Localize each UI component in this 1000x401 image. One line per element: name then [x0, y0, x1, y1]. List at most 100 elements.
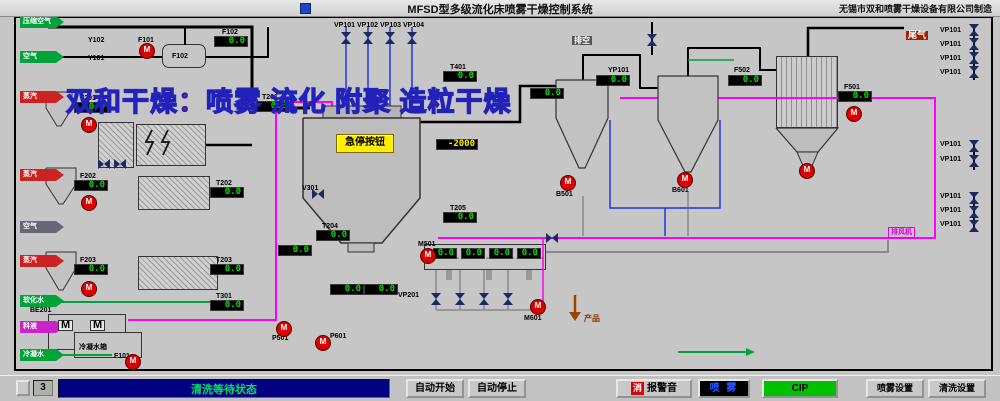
- pump-icon[interactable]: M: [81, 195, 97, 211]
- value-display[interactable]: 0.0: [316, 230, 350, 241]
- pump-icon[interactable]: M: [81, 281, 97, 297]
- equipment-label: 尾气: [906, 30, 929, 40]
- valve-icon[interactable]: [503, 293, 513, 305]
- valve-icon[interactable]: [385, 32, 395, 44]
- equipment-label: M: [58, 320, 74, 331]
- status-bar: 清洗等待状态: [58, 379, 390, 398]
- equipment-label: M: [90, 320, 106, 331]
- value-display[interactable]: 0.0: [517, 248, 541, 259]
- valve-icon[interactable]: [312, 189, 324, 199]
- pump-icon[interactable]: M: [420, 248, 436, 264]
- equipment-label: VP101: [940, 27, 962, 34]
- pump-icon[interactable]: M: [125, 354, 141, 370]
- value-display[interactable]: 0.0: [838, 91, 872, 102]
- value-display[interactable]: 0.0: [210, 187, 244, 198]
- pump-icon[interactable]: M: [530, 299, 546, 315]
- equipment-label: YP101: [608, 67, 630, 74]
- valve-icon[interactable]: [969, 155, 979, 167]
- valve-icon[interactable]: [969, 38, 979, 50]
- spray-settings-button[interactable]: 喷雾设置: [866, 379, 924, 398]
- value-display[interactable]: 0.0: [210, 264, 244, 275]
- value-display[interactable]: 0.0: [278, 245, 312, 256]
- value-display[interactable]: 0.0: [530, 88, 564, 99]
- valve-icon[interactable]: [114, 159, 126, 169]
- valve-icon[interactable]: [455, 293, 465, 305]
- value-display[interactable]: 0.0: [364, 284, 398, 295]
- value-display[interactable]: 0.0: [210, 300, 244, 311]
- equipment-label: VP104: [403, 22, 425, 29]
- valve-icon[interactable]: [647, 34, 657, 46]
- value-display[interactable]: 0.0: [596, 75, 630, 86]
- valve-icon[interactable]: [479, 293, 489, 305]
- pump-icon[interactable]: M: [139, 43, 155, 59]
- value-display[interactable]: 0.0: [728, 75, 762, 86]
- value-display[interactable]: 0.0: [74, 264, 108, 275]
- valve-icon[interactable]: [969, 140, 979, 152]
- valve-icon[interactable]: [363, 32, 373, 44]
- equipment-label: VP101: [940, 55, 962, 62]
- equipment-label: VP101: [334, 22, 356, 29]
- feed-arrow: 空气: [20, 221, 64, 233]
- value-display[interactable]: 0.0: [433, 248, 457, 259]
- equipment-label: M601: [524, 315, 542, 322]
- value-display[interactable]: 0.0: [74, 180, 108, 191]
- valve-icon[interactable]: [98, 159, 110, 169]
- app-icon: [300, 3, 311, 14]
- valve-icon[interactable]: [969, 206, 979, 218]
- valve-icon[interactable]: [969, 52, 979, 64]
- pump-icon[interactable]: M: [276, 321, 292, 337]
- pump-icon[interactable]: M: [799, 163, 815, 179]
- feed-arrow: 蒸汽: [20, 91, 64, 103]
- valve-icon[interactable]: [969, 66, 979, 78]
- pump-icon[interactable]: M: [560, 175, 576, 191]
- alarm-mute-button[interactable]: 消 报警音: [616, 379, 692, 398]
- feed-arrow: 蒸汽: [20, 255, 64, 267]
- valve-icon[interactable]: [969, 24, 979, 36]
- value-display[interactable]: 0.0: [489, 248, 513, 259]
- equipment-label: VP101: [940, 193, 962, 200]
- value-display[interactable]: 0.0: [443, 212, 477, 223]
- equipment-label: VP201: [398, 292, 420, 299]
- equipment-label: VP101: [940, 221, 962, 228]
- clean-settings-button[interactable]: 清洗设置: [928, 379, 986, 398]
- value-display[interactable]: -2000: [436, 139, 478, 150]
- auto-stop-button[interactable]: 自动停止: [468, 379, 526, 398]
- valve-icon[interactable]: [407, 32, 417, 44]
- bottom-toolbar: 3 清洗等待状态 自动开始 自动停止 消 报警音 喷 雾 CIP 喷雾设置 清洗…: [0, 375, 1000, 401]
- value-display[interactable]: 0.0: [461, 248, 485, 259]
- equipment-label: 产品: [584, 314, 600, 323]
- equipment-label: BE201: [30, 307, 52, 314]
- equipment-label: VP101: [940, 207, 962, 214]
- valve-icon[interactable]: [341, 32, 351, 44]
- pump-icon[interactable]: M: [846, 106, 862, 122]
- valve-icon[interactable]: [969, 220, 979, 232]
- emergency-stop-button[interactable]: 急停按钮: [336, 134, 394, 153]
- manufacturer-text: 无锡市双和喷雾干燥设备有限公司制造: [838, 4, 992, 14]
- cip-mode-button[interactable]: CIP: [762, 379, 838, 398]
- spray-mode-button[interactable]: 喷 雾: [698, 379, 750, 398]
- valve-icon[interactable]: [546, 233, 558, 243]
- pump-icon[interactable]: M: [315, 335, 331, 351]
- equipment-label: B501: [556, 191, 573, 198]
- equipment-label: Y101: [88, 55, 105, 62]
- pump-icon[interactable]: M: [677, 172, 693, 188]
- equipment-label: P601: [330, 333, 347, 340]
- value-display[interactable]: 0.0: [214, 36, 248, 47]
- equipment-label: F502: [734, 67, 750, 74]
- page-indicator: 3: [33, 380, 53, 396]
- feed-arrow: 蒸汽: [20, 169, 64, 181]
- valve-icon[interactable]: [431, 293, 441, 305]
- valve-icon[interactable]: [969, 192, 979, 204]
- value-display[interactable]: 0.0: [330, 284, 364, 295]
- pump-icon[interactable]: M: [81, 117, 97, 133]
- feed-arrow: 空气: [20, 51, 64, 63]
- feed-arrow: 冷凝水: [20, 349, 64, 361]
- equipment-label: VP102: [357, 22, 379, 29]
- equipment-label: VP103: [380, 22, 402, 29]
- page-nav-button[interactable]: [16, 380, 30, 396]
- auto-start-button[interactable]: 自动开始: [406, 379, 464, 398]
- equipment-label: Y102: [88, 37, 105, 44]
- equipment-label: VP101: [940, 41, 962, 48]
